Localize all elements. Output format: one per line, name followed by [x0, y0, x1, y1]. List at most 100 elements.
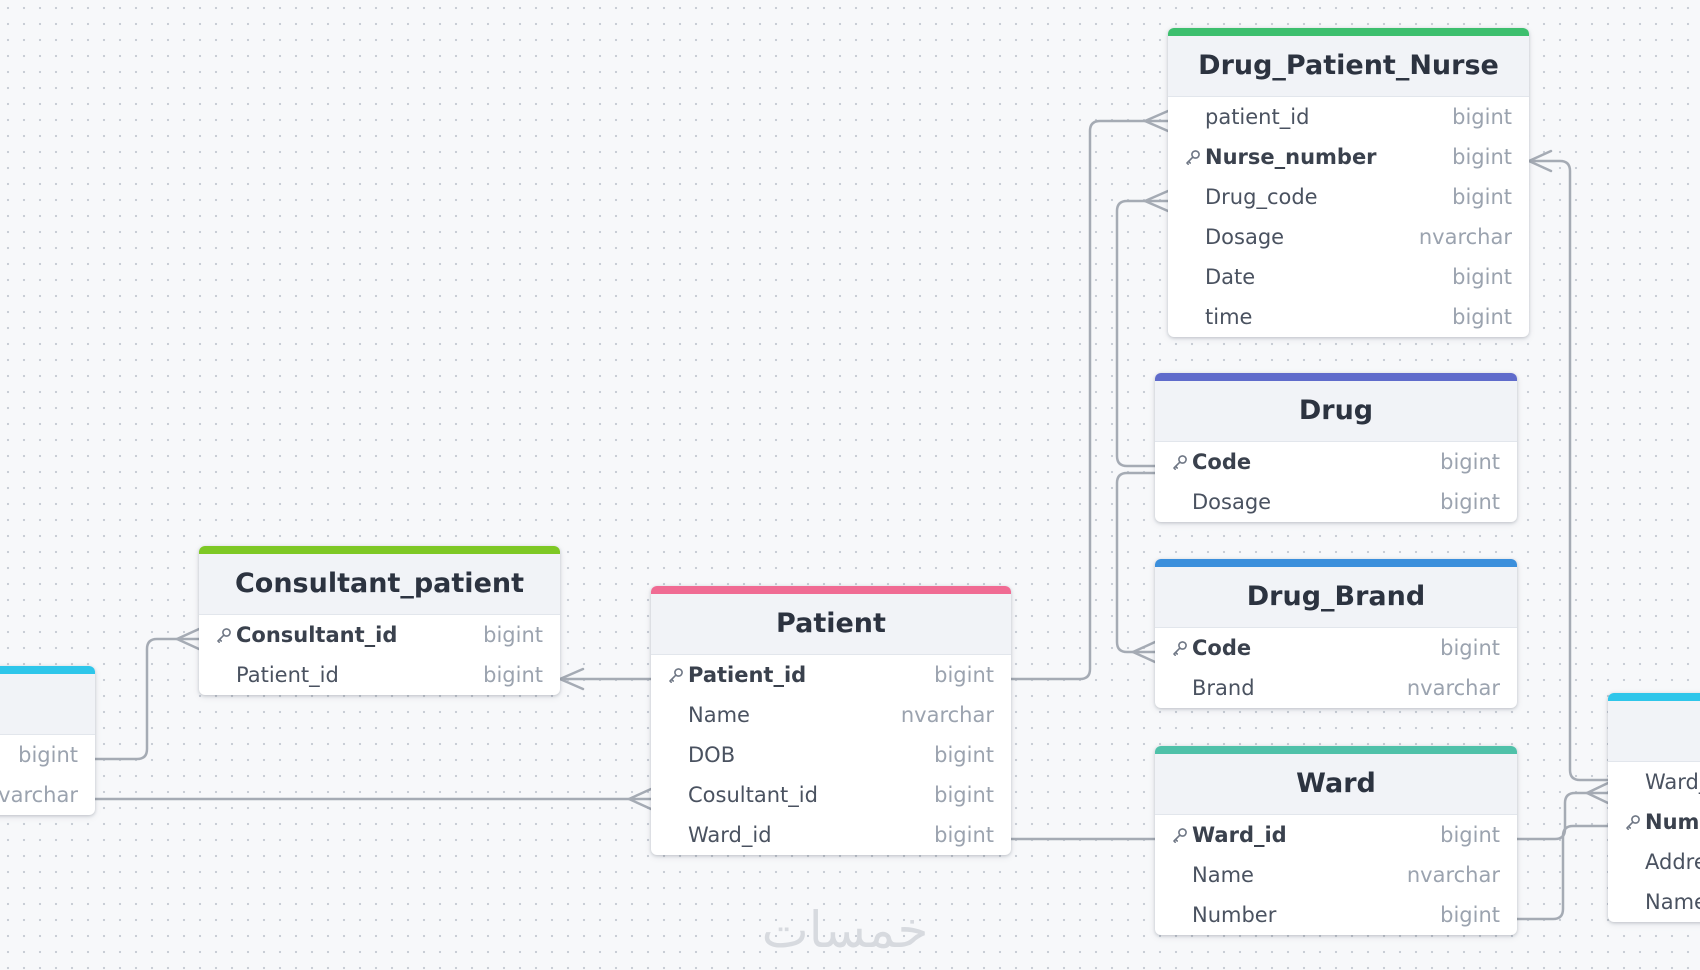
table-color-bar: [1155, 373, 1517, 381]
column-name: Date: [1205, 265, 1256, 289]
table-title[interactable]: Consultant_patient: [199, 554, 560, 615]
column-name: Cosultant_id: [688, 783, 818, 807]
crowfoot-patient-left: [627, 787, 653, 811]
column-type: bigint: [1452, 185, 1512, 209]
relation-ward-to-right: [1515, 791, 1610, 841]
primary-key-icon: [1171, 815, 1191, 855]
column-type: bigint: [1452, 305, 1512, 329]
column-name: Drug_code: [1205, 185, 1318, 209]
column-name: Name: [688, 703, 750, 727]
relation-drug-to-dpn: [1115, 199, 1170, 468]
table-column-row[interactable]: Name: [1608, 882, 1700, 922]
column-name: Nurse_number: [1205, 145, 1377, 169]
table-title[interactable]: [0, 674, 95, 735]
table-column-row[interactable]: Cosultant_id bigint: [651, 775, 1011, 815]
primary-key-icon: [1171, 628, 1191, 668]
table-column-row[interactable]: varchar: [0, 775, 95, 815]
column-type: nvarchar: [1406, 863, 1500, 887]
table-color-bar: [651, 586, 1011, 594]
relation-left-to-consultant: [93, 637, 201, 761]
crowfoot-consultant-left: [175, 627, 201, 651]
column-type: bigint: [1440, 636, 1500, 660]
table-column-row[interactable]: Brand nvarchar: [1155, 668, 1517, 708]
column-name: Patient_id: [236, 663, 339, 687]
column-type: bigint: [1440, 490, 1500, 514]
column-name: Name: [1645, 890, 1700, 914]
table-column-row[interactable]: Ward_id bigint: [1155, 815, 1517, 855]
column-name: Number: [1192, 903, 1277, 927]
column-type: varchar: [0, 783, 78, 807]
table-title[interactable]: Patient: [651, 594, 1011, 655]
column-name: time: [1205, 305, 1253, 329]
table-color-bar: [1155, 559, 1517, 567]
column-name: Ward_id: [688, 823, 772, 847]
table-left-partial[interactable]: bigint varchar: [0, 666, 95, 815]
table-column-row[interactable]: Numb: [1608, 802, 1700, 842]
relation-drug-to-brand: [1115, 471, 1157, 654]
primary-key-icon: [1184, 137, 1204, 177]
column-type: bigint: [1452, 145, 1512, 169]
table-right-partial[interactable]: Ward_ NumbAddreName: [1608, 693, 1700, 922]
column-name: Ward_id: [1192, 823, 1287, 847]
column-type: bigint: [1440, 903, 1500, 927]
table-column-row[interactable]: bigint: [0, 735, 95, 775]
relation-wardnumber-to-right: [1515, 824, 1610, 921]
column-name: Numb: [1645, 810, 1700, 834]
column-name: Consultant_id: [236, 623, 398, 647]
column-type: bigint: [934, 783, 994, 807]
table-color-bar: [0, 666, 95, 674]
table-column-row[interactable]: Number bigint: [1155, 895, 1517, 935]
crowfoot-right-ward: [1585, 781, 1610, 805]
crowfoot-dpn-drug: [1143, 189, 1170, 213]
table-color-bar: [1155, 746, 1517, 754]
table-column-row[interactable]: Patient_id bigint: [199, 655, 560, 695]
primary-key-icon: [1624, 802, 1644, 842]
table-column-row[interactable]: time bigint: [1168, 297, 1529, 337]
column-type: nvarchar: [1406, 676, 1500, 700]
relation-patient-to-dpn: [1008, 119, 1170, 681]
watermark-logo: خمسات: [761, 901, 929, 959]
column-type: bigint: [1440, 823, 1500, 847]
crowfoot-consultant-patient: [558, 667, 585, 691]
table-title[interactable]: [1608, 701, 1700, 762]
table-column-row[interactable]: Ward_: [1608, 762, 1700, 802]
column-type: bigint: [483, 663, 543, 687]
table-color-bar: [199, 546, 560, 554]
column-name: Addre: [1645, 850, 1700, 874]
column-name: DOB: [688, 743, 736, 767]
table-title[interactable]: Drug: [1155, 381, 1517, 442]
table-title[interactable]: Drug_Brand: [1155, 567, 1517, 628]
column-type: nvarchar: [1418, 225, 1512, 249]
table-column-row[interactable]: Drug_code bigint: [1168, 177, 1529, 217]
column-name: Ward_: [1645, 770, 1700, 794]
table-title[interactable]: Ward: [1155, 754, 1517, 815]
table-column-row[interactable]: Addre: [1608, 842, 1700, 882]
table-title[interactable]: Drug_Patient_Nurse: [1168, 36, 1529, 97]
crowfoot-dpn-patient: [1143, 109, 1170, 133]
column-name: Name: [1192, 863, 1254, 887]
column-name: patient_id: [1205, 105, 1310, 129]
table-column-row[interactable]: Name nvarchar: [1155, 855, 1517, 895]
column-name: Brand: [1192, 676, 1255, 700]
table-column-row[interactable]: Nurse_number bigint: [1168, 137, 1529, 177]
column-type: bigint: [18, 743, 78, 767]
